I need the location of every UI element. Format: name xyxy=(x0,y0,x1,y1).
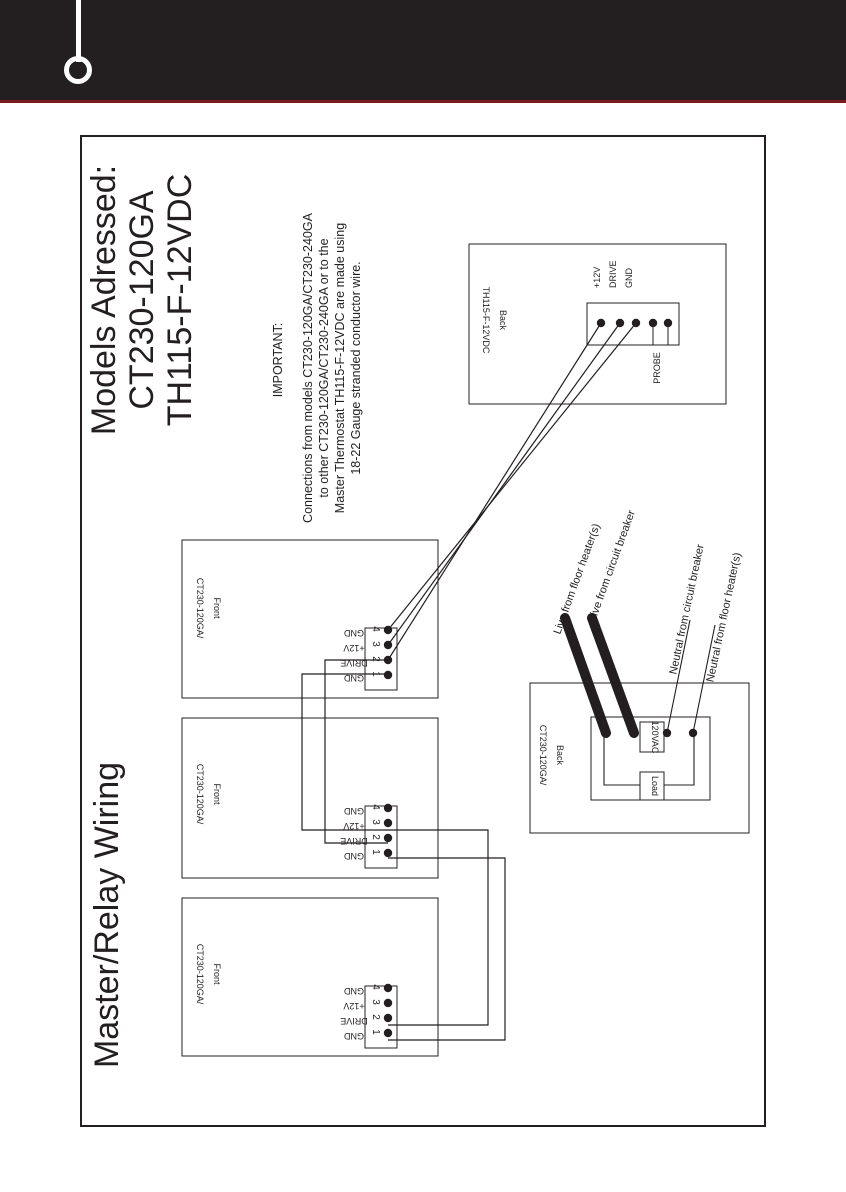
diagram-frame xyxy=(80,135,766,1127)
terminal-number: 2 xyxy=(370,656,381,662)
terminal-label: DRIVE xyxy=(340,1016,368,1026)
page-title: Master/Relay Wiring xyxy=(88,762,126,1068)
terminal-dot xyxy=(383,848,393,858)
live-wire-breaker xyxy=(587,613,639,738)
terminal-label: +12V xyxy=(343,821,364,831)
master-label: DRIVE xyxy=(608,260,618,288)
terminal-dot xyxy=(383,983,393,993)
terminal-number: 1 xyxy=(370,849,381,855)
terminal-label: +12V xyxy=(343,1001,364,1011)
wires xyxy=(301,322,716,1041)
terminal-number: 2 xyxy=(370,834,381,840)
terminal-dot xyxy=(383,803,393,813)
back-unit-model: CT230-120GA/ xyxy=(538,725,548,786)
terminal-number: 4 xyxy=(370,984,381,990)
voltage-label: 120VAC xyxy=(650,721,660,754)
terminal-dot xyxy=(383,1013,393,1023)
wire-label: Neutral from floor heater(s) xyxy=(704,552,743,684)
terminal-number: 4 xyxy=(370,626,381,632)
load-box xyxy=(639,771,665,801)
wire-drive-link-2 xyxy=(301,673,489,1026)
terminal-label: GND xyxy=(344,851,365,861)
terminal-label: GND xyxy=(344,628,365,638)
important-line: 18-22 Gauge stranded conductor wire. xyxy=(349,261,363,474)
model-2: TH115-F-12VDC xyxy=(161,174,199,427)
master-label: +12V xyxy=(592,267,602,288)
neutral-wire-heater xyxy=(692,624,716,734)
unit-panels xyxy=(181,243,750,1057)
terminal-number: 2 xyxy=(370,1014,381,1020)
terminal-label: GND xyxy=(344,986,365,996)
live-wire-heater xyxy=(560,613,611,738)
back-unit-side: Back xyxy=(555,745,565,766)
terminal-number: 3 xyxy=(370,999,381,1005)
terminal-number: 4 xyxy=(370,804,381,810)
header-bar xyxy=(0,0,846,103)
model-1: CT230-120GA xyxy=(123,190,161,410)
important-line: Connections from models CT230-120GA/CT23… xyxy=(301,212,315,523)
wire-12v-master xyxy=(387,322,602,661)
important-line: Master Thermostat TH115-F-12VDC are made… xyxy=(333,223,347,513)
master-label: GND xyxy=(624,268,634,289)
terminal-number: 3 xyxy=(370,819,381,825)
master-side: Back xyxy=(498,310,508,331)
master-model: TH115-F-12VDC xyxy=(481,287,491,354)
terminal-dot xyxy=(383,998,393,1008)
terminal-dot xyxy=(383,1028,393,1038)
wire-drive-master xyxy=(387,322,621,646)
terminal-label: GND xyxy=(344,806,365,816)
probe-bracket xyxy=(652,327,669,346)
terminal-number: 1 xyxy=(370,671,381,677)
important-heading: IMPORTANT: xyxy=(271,323,285,398)
neutral-wire-breaker xyxy=(666,619,691,734)
wire-gnd-master xyxy=(387,322,637,631)
master-terminal-dot xyxy=(663,318,673,328)
wire-label: Neutral from circuit breaker xyxy=(667,543,706,676)
voltage-box xyxy=(639,721,665,753)
terminal-label: GND xyxy=(344,673,365,683)
terminal-dot xyxy=(383,818,393,828)
terminal-number: 3 xyxy=(370,641,381,647)
circle-icon xyxy=(64,56,92,84)
wire-gnd-link xyxy=(388,857,506,1041)
master-terminal-dot xyxy=(648,318,658,328)
front-unit-side: Front xyxy=(212,963,222,985)
probe-label: PROBE xyxy=(652,352,662,384)
front-unit-side: Front xyxy=(212,783,222,805)
terminal-label: DRIVE xyxy=(340,836,368,846)
terminal-label: GND xyxy=(344,1031,365,1041)
front-unit-side: Front xyxy=(212,597,222,619)
load-left-wire xyxy=(603,735,640,786)
terminal-label: +12V xyxy=(343,643,364,653)
terminal-dot xyxy=(383,833,393,843)
load-right-wire xyxy=(664,735,695,786)
front-unit-model: CT230-120GA/ xyxy=(195,764,205,825)
terminal-number: 1 xyxy=(370,1029,381,1035)
terminal-dot xyxy=(383,670,393,680)
header-stripe xyxy=(76,0,81,62)
important-line: to other CT230-120GA/CT230-240GA or to t… xyxy=(317,238,331,497)
load-label: Load xyxy=(650,776,660,796)
terminal-label: DRIVE xyxy=(340,658,368,668)
wire-drive-link-1 xyxy=(324,659,388,844)
front-unit-model: CT230-120GA/ xyxy=(195,578,205,639)
models-heading: Models Adressed: xyxy=(85,165,123,435)
front-unit-model: CT230-120GA/ xyxy=(195,944,205,1005)
